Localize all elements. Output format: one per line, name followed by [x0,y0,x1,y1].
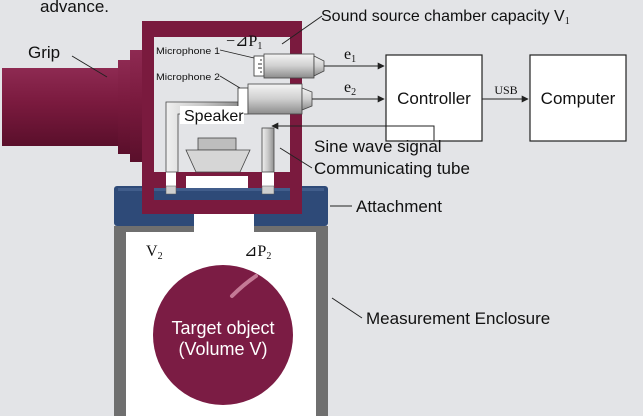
sine-signal-line [271,122,435,141]
target-mark [230,274,258,298]
dp2-label: ⊿P2 [244,243,271,262]
speaker [185,137,251,173]
target-label-line1: Target object [171,318,274,338]
mic1-label: Microphone 1 [156,46,220,57]
grip-label: Grip [28,43,60,62]
grip [2,50,142,162]
speaker-label: Speaker [184,108,244,125]
attachment-label: Attachment [356,197,442,216]
sine-wave-label: Sine wave signal [314,137,442,156]
computer-box [529,54,627,142]
microphone-2 [165,83,313,173]
communicating-tube-label: Communicating tube [314,159,470,178]
computer-label: Computer [541,89,616,108]
dp1-label: −⊿P1 [226,33,262,52]
v2-label: V2 [146,243,163,262]
e2-label: e2 [344,79,356,98]
target-label-line2: (Volume V) [178,339,267,359]
mic2-label: Microphone 2 [156,72,220,83]
controller-label: Controller [397,89,471,108]
header-fragment: advance. [40,0,109,16]
communicating-tube [261,127,275,173]
sound-chamber-label: Sound source chamber capacity V1 [321,8,570,27]
target-object [153,265,293,405]
usb-label: USB [494,83,517,97]
measurement-enclosure-label: Measurement Enclosure [366,309,550,328]
microphone-1 [253,53,325,79]
e1-label: e1 [344,46,356,65]
